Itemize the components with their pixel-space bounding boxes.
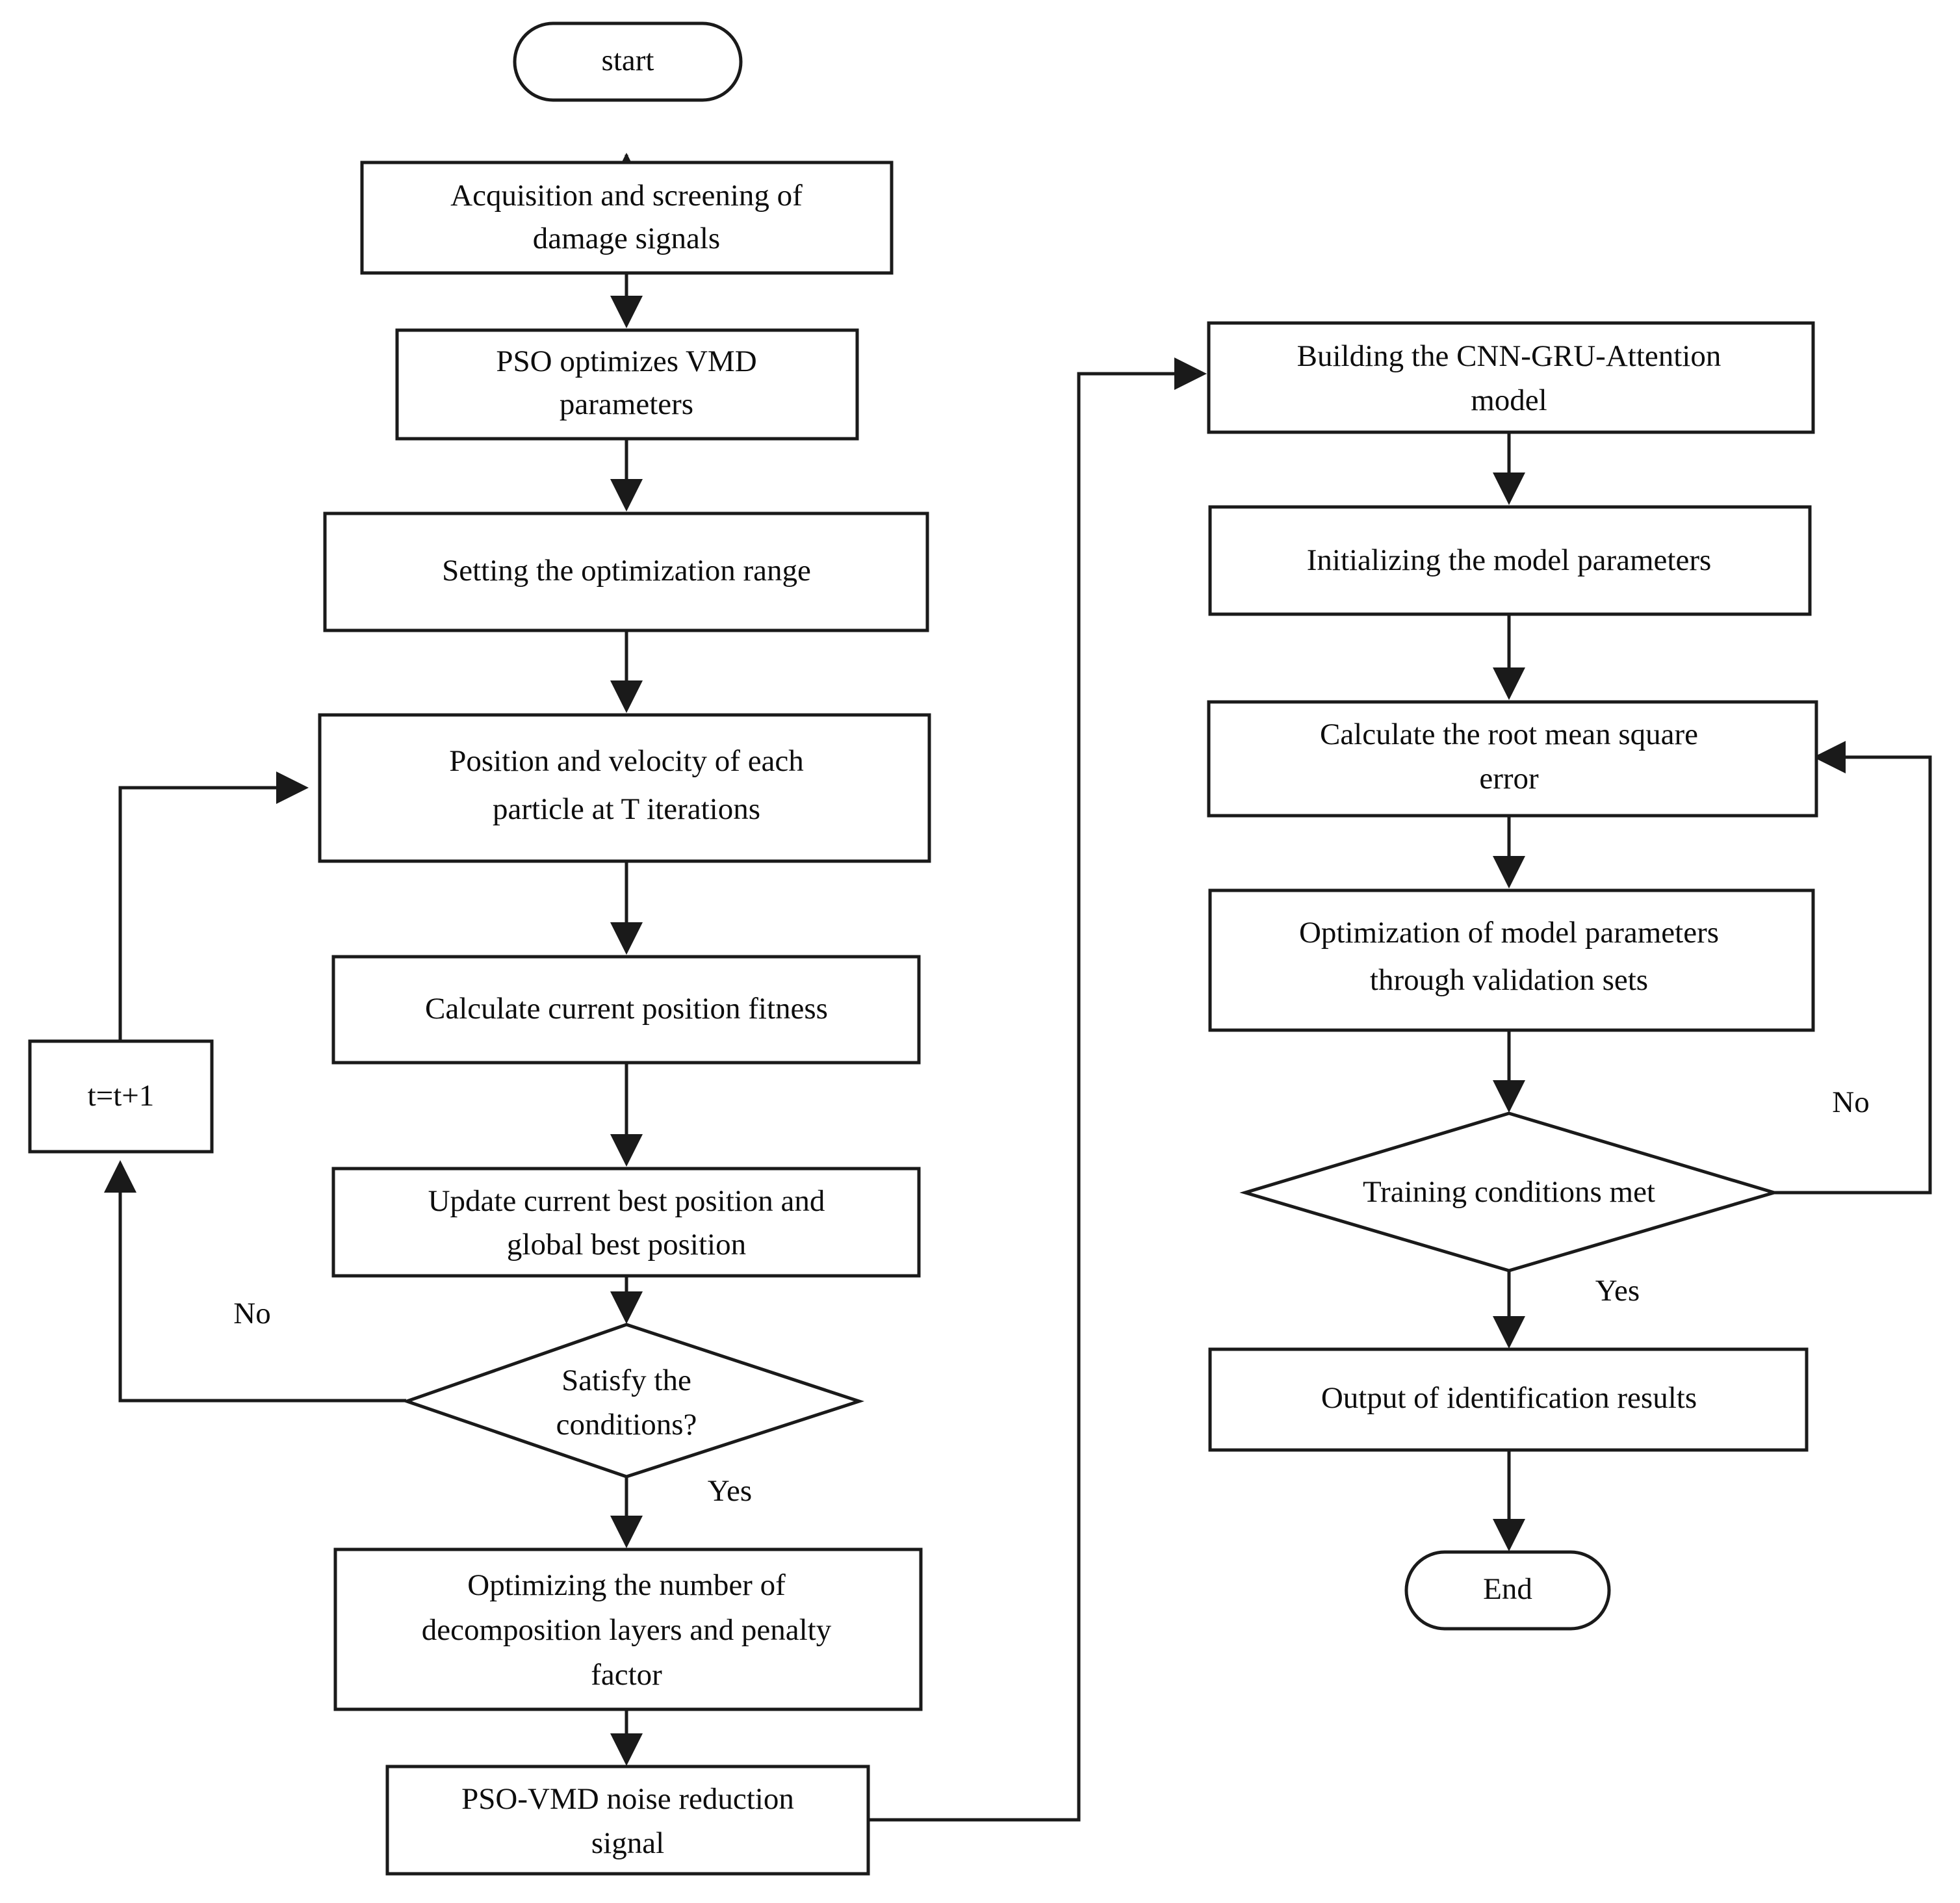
node-update-best-position-line1: Update current best position and <box>428 1184 825 1218</box>
node-psovmd-noise-reduction-signal-line2: signal <box>591 1826 664 1860</box>
node-calculate-rmse-line2: error <box>1479 762 1539 796</box>
node-output-identification-results-label: Output of identification results <box>1321 1381 1697 1415</box>
node-training-conditions-met[interactable] <box>1239 1111 1780 1273</box>
node-satisfy-conditions-line1: Satisfy the <box>561 1364 691 1397</box>
node-satisfy-conditions-line2: conditions? <box>556 1408 697 1442</box>
node-calculate-current-position-fitness[interactable] <box>331 955 921 1065</box>
edge-label-training-yes: Yes <box>1595 1274 1640 1308</box>
node-initializing-model-parameters[interactable] <box>1208 505 1812 616</box>
node-end-label: End <box>1483 1572 1532 1606</box>
edge-satisfy-no-to-increment <box>104 1160 406 1403</box>
node-optimize-model-parameters[interactable] <box>1208 888 1815 1032</box>
node-acquisition-line2: damage signals <box>533 222 720 255</box>
node-optimizing-decomposition-layers[interactable] <box>333 1547 923 1711</box>
node-satisfy-conditions[interactable] <box>402 1323 865 1479</box>
edge-trainingmet-no-to-calcrmse <box>1774 741 1932 1195</box>
node-optimizing-decomposition-layers-line2: decomposition layers and penalty <box>422 1613 832 1647</box>
node-calculate-current-position-fitness-label: Calculate current position fitness <box>425 992 828 1026</box>
node-building-cnn-gru-attention-model-line1: Building the CNN-GRU-Attention <box>1297 339 1721 373</box>
node-calculate-rmse[interactable] <box>1207 700 1818 818</box>
node-pso-optimizes-vmd-line2: parameters <box>560 387 693 421</box>
edge-label-training-no: No <box>1832 1085 1869 1119</box>
node-acquisition[interactable] <box>360 161 894 275</box>
node-pso-optimizes-vmd[interactable] <box>395 328 859 441</box>
node-calculate-rmse-line1: Calculate the root mean square <box>1320 718 1698 751</box>
node-end[interactable] <box>1404 1550 1611 1631</box>
edge-noisereduction-to-buildmodel <box>868 357 1207 1822</box>
node-training-conditions-met-label: Training conditions met <box>1363 1175 1655 1209</box>
edge-increment-to-positionvelocity <box>118 771 309 1041</box>
node-start[interactable] <box>513 21 743 102</box>
node-increment-counter-label: t=t+1 <box>88 1079 155 1113</box>
node-output-identification-results[interactable] <box>1208 1347 1809 1452</box>
edge-label-satisfy-no: No <box>233 1297 270 1330</box>
node-update-best-position-line2: global best position <box>507 1228 746 1262</box>
node-increment-counter[interactable] <box>28 1039 214 1154</box>
node-position-velocity-line2: particle at T iterations <box>493 792 760 826</box>
node-update-best-position[interactable] <box>331 1167 921 1278</box>
node-optimize-model-parameters-line2: through validation sets <box>1370 963 1648 997</box>
node-building-cnn-gru-attention-model[interactable] <box>1207 321 1815 434</box>
node-building-cnn-gru-attention-model-line2: model <box>1471 383 1547 417</box>
node-pso-optimizes-vmd-line1: PSO optimizes VMD <box>496 344 756 378</box>
edge-label-satisfy-yes: Yes <box>708 1474 752 1508</box>
node-setting-optimization-range-label: Setting the optimization range <box>442 554 811 588</box>
node-optimizing-decomposition-layers-line3: factor <box>591 1658 662 1692</box>
node-initializing-model-parameters-label: Initializing the model parameters <box>1307 543 1712 577</box>
node-psovmd-noise-reduction-signal[interactable] <box>385 1765 870 1876</box>
node-position-velocity[interactable] <box>318 713 931 863</box>
node-optimize-model-parameters-line1: Optimization of model parameters <box>1299 916 1719 950</box>
node-acquisition-line1: Acquisition and screening of <box>450 179 803 213</box>
node-setting-optimization-range[interactable] <box>323 511 929 632</box>
node-psovmd-noise-reduction-signal-line1: PSO-VMD noise reduction <box>461 1782 794 1816</box>
node-optimizing-decomposition-layers-line1: Optimizing the number of <box>467 1568 786 1602</box>
node-position-velocity-line1: Position and velocity of each <box>449 744 804 778</box>
node-start-label: start <box>602 44 654 77</box>
